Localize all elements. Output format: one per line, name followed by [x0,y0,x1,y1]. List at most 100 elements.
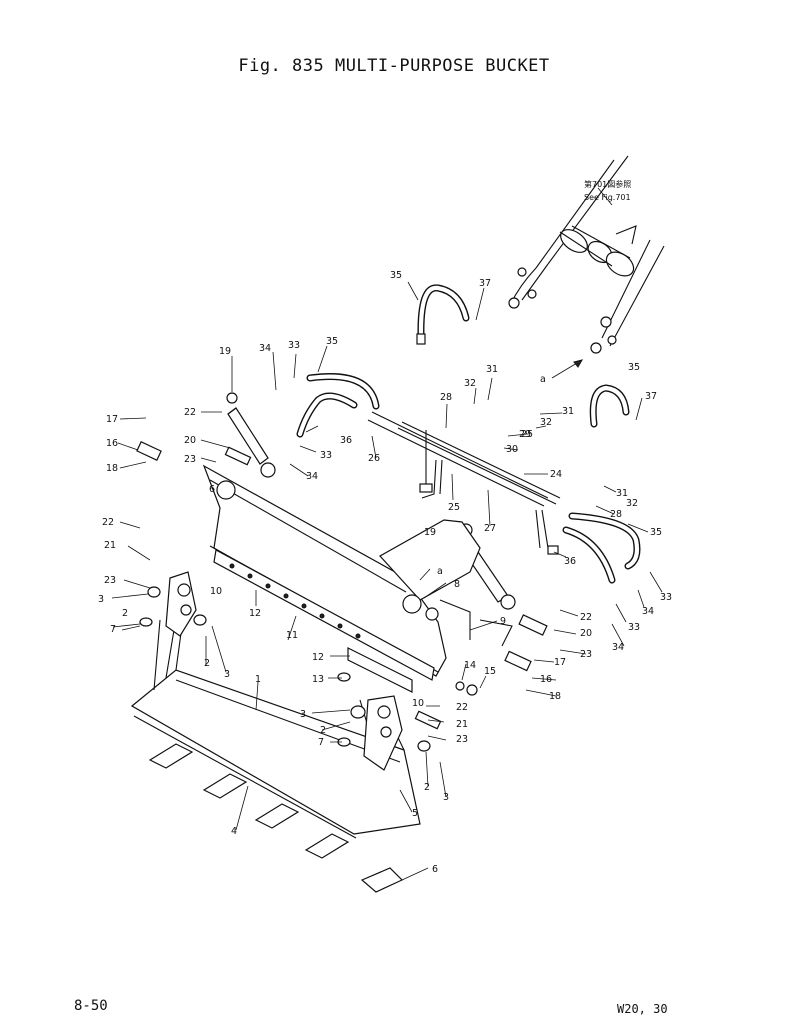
connection-marker-a1: a [540,374,546,385]
callout-21: 21 [104,540,116,551]
callout-12: 12 [249,608,261,619]
hose-35-right [589,384,630,428]
callout-10: 10 [210,586,222,597]
callout-32: 32 [540,417,552,428]
callout-15: 15 [484,666,496,677]
cross-reference-note: 第701図参照 See Fig.701 [584,179,631,202]
callout-29: 29 [519,429,531,440]
small-parts [136,441,548,752]
callout-6: 6 [432,864,438,875]
callout-3: 3 [443,792,449,803]
cutting-edge [213,549,435,693]
callout-5: 5 [412,808,418,819]
model-code: W20, 30 [617,1002,668,1016]
callout-31: 31 [486,364,498,375]
callout-34: 34 [642,606,654,617]
hose-36-right [562,512,641,584]
callout-7: 7 [110,624,116,635]
callout-11: 11 [286,630,298,641]
callout-33: 33 [320,450,332,461]
callout-37: 37 [479,278,491,289]
cylinder-19-left [226,392,276,478]
callout-23: 23 [456,734,468,745]
callout-22: 22 [102,517,114,528]
side-bracket-right [363,695,403,771]
callout-3: 3 [98,594,104,605]
callout-2: 2 [424,782,430,793]
callout-34: 34 [306,471,318,482]
callout-22: 22 [456,702,468,713]
callout-22: 22 [184,407,196,418]
callout-19: 19 [424,527,436,538]
page-number: 8-50 [74,998,108,1014]
callout-10: 10 [412,698,424,709]
callout-32: 32 [626,498,638,509]
callout-20: 20 [184,435,196,446]
callout-18: 18 [106,463,118,474]
callout-32: 32 [464,378,476,389]
callout-34: 34 [259,343,271,354]
callout-1: 1 [255,674,261,685]
callout-28: 28 [440,392,452,403]
callout-19: 19 [219,346,231,357]
callout-31: 31 [616,488,628,499]
callout-7: 7 [318,737,324,748]
hose-35-left [306,373,380,410]
hose-36-left [296,392,358,438]
callout-25: 25 [521,429,533,440]
callout-31: 31 [562,406,574,417]
callout-22: 22 [580,612,592,623]
callout-20: 20 [580,628,592,639]
callout-4: 4 [231,826,237,837]
callout-26: 26 [368,453,380,464]
callout-25: 25 [448,502,460,513]
callout-3: 3 [300,709,306,720]
connection-marker-a2: a [437,566,443,577]
callout-13: 13 [312,674,324,685]
callout-labels: 1 2 2 2 2 3 3 3 3 4 5 6 6 7 7 8 9 10 10 … [98,270,672,875]
side-bracket-left [165,571,197,637]
callout-36: 36 [564,556,576,567]
callout-28: 28 [610,509,622,520]
callout-35: 35 [390,270,402,281]
callout-16: 16 [106,438,118,449]
callout-14: 14 [464,660,476,671]
callout-37: 37 [645,391,657,402]
callout-9: 9 [500,616,506,627]
callout-33: 33 [660,592,672,603]
callout-33: 33 [628,622,640,633]
callout-34: 34 [612,642,624,653]
callout-2: 2 [122,608,128,619]
callout-23: 23 [104,575,116,586]
callout-27: 27 [484,523,496,534]
callout-17: 17 [554,657,566,668]
callout-23: 23 [184,454,196,465]
callout-21: 21 [456,719,468,730]
callout-35: 35 [326,336,338,347]
callout-12: 12 [312,652,324,663]
boom-arm-reference [508,155,665,354]
bucket-teeth [148,743,404,893]
pipes [367,411,561,555]
callout-18: 18 [549,691,561,702]
cross-reference-jp: 第701図参照 [584,179,631,189]
cross-reference-en: See Fig.701 [584,193,631,202]
callout-16: 16 [540,674,552,685]
callout-33: 33 [288,340,300,351]
callout-24: 24 [550,469,562,480]
clamp-arm [202,464,513,677]
callout-3: 3 [224,669,230,680]
callout-6: 6 [209,484,215,495]
callout-35: 35 [650,527,662,538]
callout-8: 8 [454,579,460,590]
callout-2: 2 [320,725,326,736]
callout-17: 17 [106,414,118,425]
hose-35-top [416,284,470,345]
callout-2: 2 [204,658,210,669]
callout-36: 36 [340,435,352,446]
callout-30: 30 [506,444,518,455]
leader-lines [111,281,663,881]
callout-35: 35 [628,362,640,373]
